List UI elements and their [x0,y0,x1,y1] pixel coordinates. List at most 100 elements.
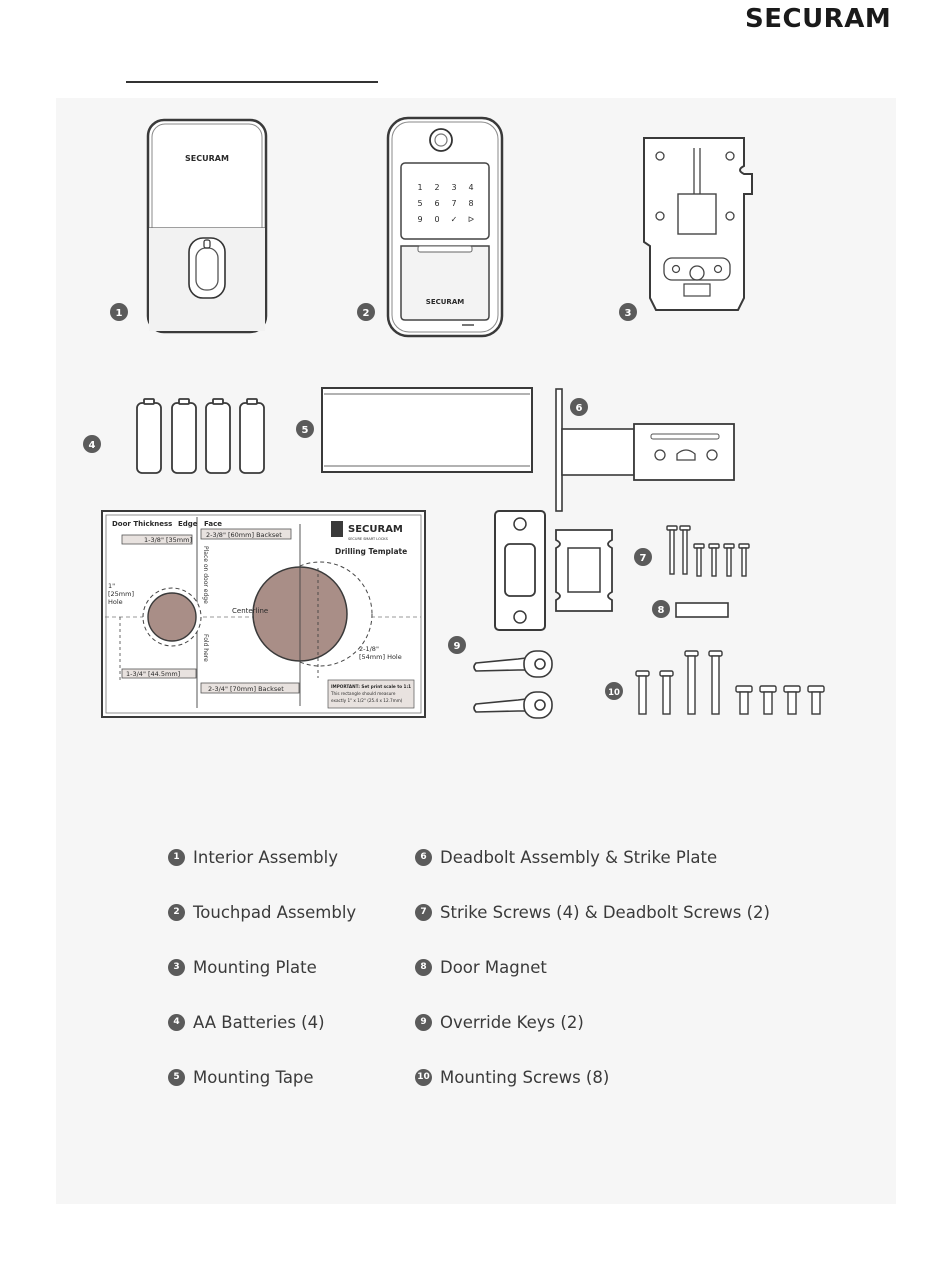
badge-2-label: 2 [363,308,370,319]
title-underline [126,81,378,83]
badge-9-label: 9 [454,641,461,652]
brand-logo: SECURAM [745,4,892,34]
legend-item-mounting-tape: 5 Mounting Tape [168,1065,314,1089]
badge-8-label: 8 [658,605,665,616]
badge-9 [448,636,466,654]
legend-item-aa-batteries: 4 AA Batteries (4) [168,1010,325,1034]
template-centerline: Centerline [232,607,268,615]
touchpad-assembly-illustration: 1 2 3 4 5 6 7 8 9 0 ✓ ᐅ SECURAM [386,116,504,338]
keypad-key: 6 [434,199,439,208]
keypad-key: 8 [468,199,473,208]
keypad-key: 9 [417,215,422,224]
badge-4-label: 4 [89,440,96,451]
badge-7 [634,548,652,566]
template-hole-25: 1" [108,582,115,590]
template-hole-54: 2-1/8" [359,645,379,653]
keypad-key: 2 [434,183,439,192]
door-magnet-illustration [675,602,729,618]
template-title: Drilling Template [335,547,407,556]
legend-label: Interior Assembly [193,847,338,867]
legend-label: Override Keys (2) [440,1012,584,1032]
badge-4 [83,435,101,453]
legend-label: Strike Screws (4) & Deadbolt Screws (2) [440,902,770,922]
deadbolt-assembly-illustration [555,388,735,512]
keypad-key: ✓ [451,215,458,224]
legend-number: 1 [168,848,185,866]
legend-item-interior-assembly: 1 Interior Assembly [168,845,338,869]
template-hole-25-mm: [25mm] [108,590,134,598]
package-contents-panel: SECURAM 1 2 3 4 5 6 7 8 9 0 ✓ ᐅ SECUR [56,98,896,1204]
legend-item-deadbolt-assembly: 6 Deadbolt Assembly & Strike Plate [415,845,717,869]
legend-number: 9 [415,1013,432,1031]
template-important-line-2: This rectangle should measure [330,691,396,696]
drilling-template-illustration: Door Thickness Edge Face 2-3/8" [60mm] B… [101,510,426,718]
badge-8 [652,600,670,618]
keypad-key: 5 [417,199,422,208]
legend-item-override-keys: 9 Override Keys (2) [415,1010,584,1034]
template-thickness-44: 1-3/4" [44.5mm] [126,670,180,678]
badge-1-label: 1 [116,308,123,319]
badge-6-label: 6 [576,403,583,414]
template-important-line-1: IMPORTANT: Set print scale to 1:1 [331,684,411,689]
legend-number: 8 [415,958,432,976]
legend-label: AA Batteries (4) [193,1012,325,1032]
keypad-key: 4 [468,183,473,192]
mounting-plate-illustration [643,137,753,311]
interior-device-logo: SECURAM [185,154,229,163]
legend-item-strike-screws: 7 Strike Screws (4) & Deadbolt Screws (2… [415,900,770,924]
template-hole-54-mm: [54mm] Hole [359,653,402,661]
keypad-key: 1 [417,183,422,192]
keypad-key: 0 [434,215,439,224]
legend-number: 10 [415,1068,432,1086]
template-face: Face [204,520,222,528]
legend-number: 6 [415,848,432,866]
legend-item-touchpad-assembly: 2 Touchpad Assembly [168,900,356,924]
template-backset-60: 2-3/8" [60mm] Backset [206,531,282,539]
keypad-key: 3 [451,183,456,192]
badge-3 [619,303,637,321]
legend-number: 4 [168,1013,185,1031]
legend-label: Mounting Tape [193,1067,314,1087]
template-tagline: SECURE SMART LOCKS [348,537,389,541]
keypad-key: 7 [451,199,456,208]
badge-10-label: 10 [608,688,620,698]
legend-number: 7 [415,903,432,921]
legend-label: Door Magnet [440,957,547,977]
badge-5 [296,420,314,438]
template-important-line-3: exactly 1" x 1/2" (25.4 x 12.7mm) [331,698,403,703]
keypad-key: ᐅ [468,215,474,224]
strike-plate-illustration [494,510,613,631]
badge-7-label: 7 [640,553,647,564]
template-logo: SECURAM [348,524,403,535]
legend-number: 5 [168,1068,185,1086]
legend-label: Mounting Screws (8) [440,1067,610,1087]
override-keys-illustration [473,650,553,719]
template-hole-35: 1-3/8" [35mm] [144,536,192,544]
legend-label: Deadbolt Assembly & Strike Plate [440,847,718,867]
legend-label: Mounting Plate [193,957,317,977]
legend-item-door-magnet: 8 Door Magnet [415,955,547,979]
badge-10 [605,682,623,700]
template-door-thickness: Door Thickness [112,520,172,528]
badge-1 [110,303,128,321]
legend-label: Touchpad Assembly [193,902,357,922]
template-edge: Edge [178,520,198,528]
template-place-on-edge: Place on door edge [202,546,209,604]
badge-3-label: 3 [625,308,632,319]
template-fold-here: Fold here [202,634,209,662]
aa-batteries-illustration [136,398,265,474]
badge-5-label: 5 [302,425,309,436]
legend-item-mounting-plate: 3 Mounting Plate [168,955,317,979]
template-hole-25-label: Hole [108,598,123,606]
template-backset-70: 2-3/4" [70mm] Backset [208,685,284,693]
legend-number: 3 [168,958,185,976]
mounting-screws-illustration [635,650,825,715]
legend-item-mounting-screws: 10 Mounting Screws (8) [415,1065,609,1089]
touchpad-device-logo: SECURAM [426,298,464,306]
legend-number: 2 [168,903,185,921]
badge-6 [570,398,588,416]
mounting-tape-illustration [321,387,533,473]
badge-2 [357,303,375,321]
interior-assembly-illustration: SECURAM [146,118,268,334]
package-contents-illustration: SECURAM 1 2 3 4 5 6 7 8 9 0 ✓ ᐅ SECUR [83,116,825,719]
